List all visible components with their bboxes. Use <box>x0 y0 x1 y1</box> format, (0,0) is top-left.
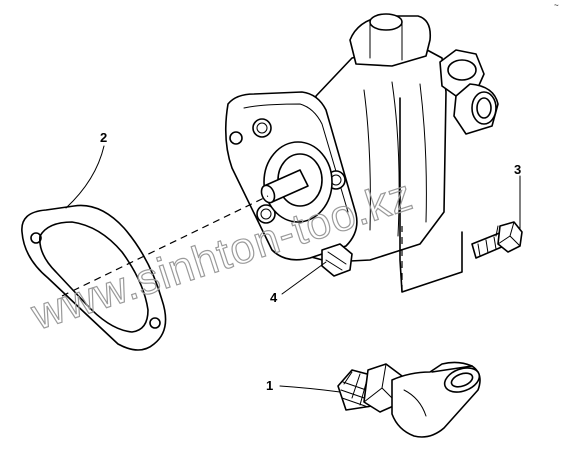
corner-mark: ~ <box>554 1 559 10</box>
bolt-part-3 <box>471 221 523 259</box>
callout-leaders <box>65 145 521 393</box>
callout-1: 1 <box>266 378 273 393</box>
callout-3: 3 <box>514 162 521 177</box>
assembly-lines <box>61 195 403 297</box>
elbow-fitting-part-1 <box>337 361 481 438</box>
callout-4: 4 <box>270 290 278 305</box>
pump-assembly <box>224 13 499 293</box>
gasket-part-2 <box>21 204 167 351</box>
callout-2: 2 <box>100 130 107 145</box>
